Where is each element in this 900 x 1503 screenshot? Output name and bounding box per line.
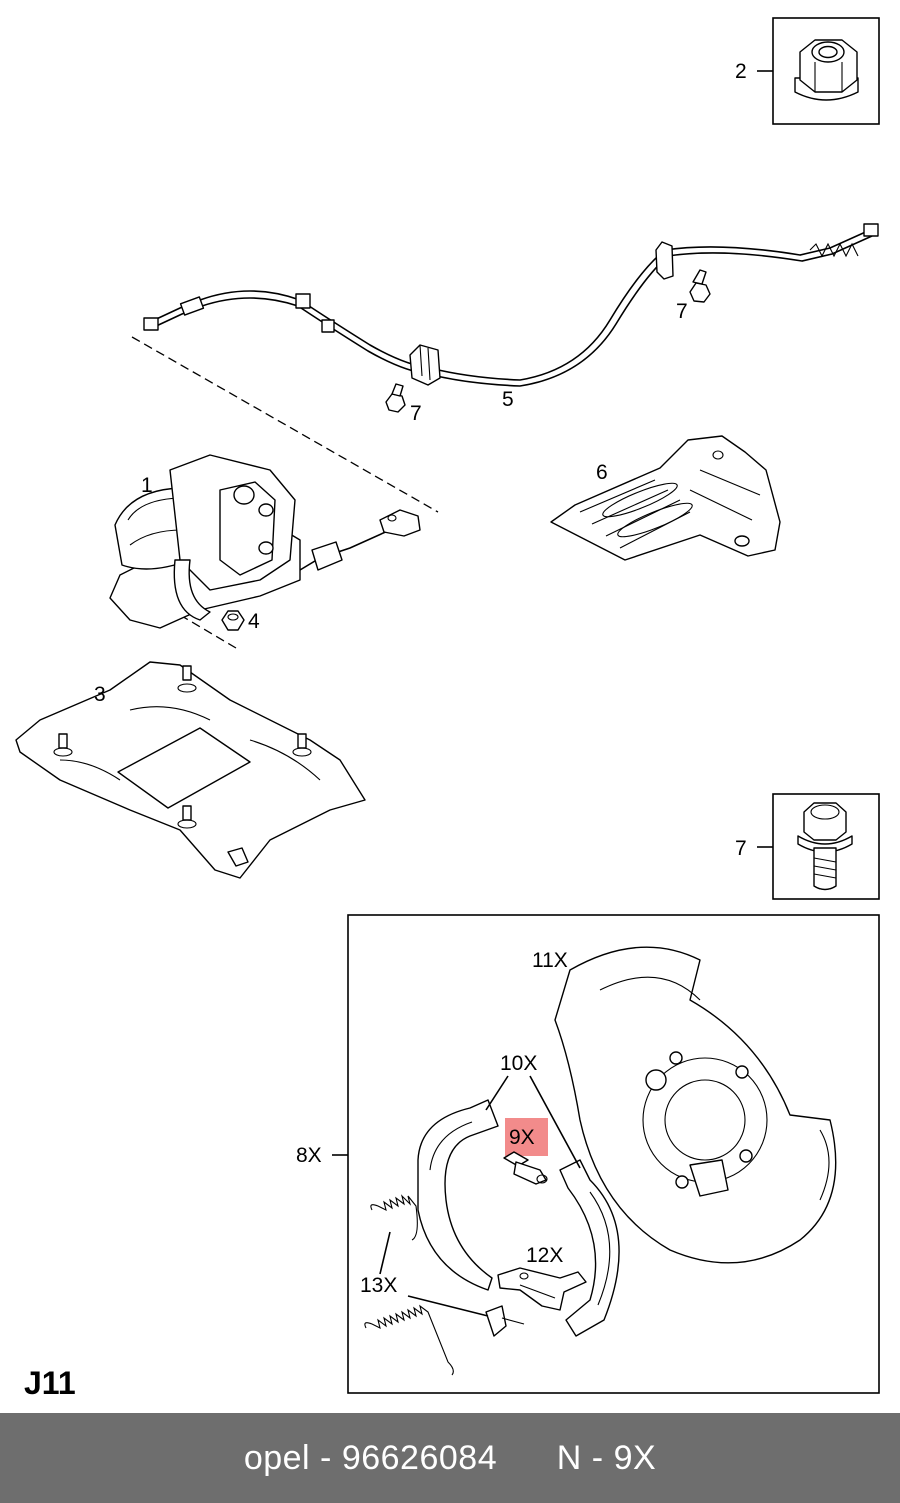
callout-7a: 7 xyxy=(676,300,688,323)
part-11x-backing-plate xyxy=(554,946,837,1264)
footer-brand: opel xyxy=(243,1438,311,1477)
leader-13x-top xyxy=(379,1231,391,1275)
callout-7b: 7 xyxy=(410,402,422,425)
part-10x-brake-shoes xyxy=(417,1099,620,1337)
leader-10x-left xyxy=(485,1075,509,1111)
assembly-line-cable xyxy=(131,336,439,513)
callout-9x: 9X xyxy=(509,1126,535,1149)
section-code: J11 xyxy=(24,1365,76,1401)
footer-part-number: 96626084 xyxy=(341,1438,498,1477)
part-12x-adjuster-lever xyxy=(497,1267,587,1311)
brake-shoe-kit-box xyxy=(332,914,880,1394)
footer-item-ref: N - 9X xyxy=(556,1438,657,1477)
part-7-bolt-inset xyxy=(757,793,880,900)
part-5-brake-cable xyxy=(143,223,879,387)
footer-bar: opel - 96626084 N - 9X xyxy=(0,1413,900,1503)
leader-10x-right xyxy=(529,1075,581,1169)
part-9x-pin xyxy=(503,1151,548,1185)
callout-3: 3 xyxy=(94,683,106,706)
callout-4: 4 xyxy=(248,610,260,633)
parts-diagram: 2 5 7 7 6 xyxy=(15,17,880,1401)
leader-13x-right xyxy=(407,1295,489,1317)
callout-12x: 12X xyxy=(526,1244,563,1267)
callout-1: 1 xyxy=(141,474,153,497)
callout-10x: 10X xyxy=(500,1052,537,1075)
part-4-nut xyxy=(221,610,245,631)
part-6-heat-shield xyxy=(550,435,781,561)
assembly-line-nut xyxy=(179,614,237,649)
callout-2: 2 xyxy=(735,60,747,83)
callout-11x: 11X xyxy=(532,949,568,972)
part-3-mounting-bracket xyxy=(15,661,366,879)
part-1-brake-lever-assembly xyxy=(109,454,421,629)
highlight-9x xyxy=(505,1118,548,1156)
callout-6: 6 xyxy=(596,461,608,484)
part-7-cable-bolt-right xyxy=(689,269,711,303)
part-13x-springs xyxy=(364,1194,525,1376)
part-7-cable-bolt-left xyxy=(385,383,406,413)
callout-7c: 7 xyxy=(735,837,747,860)
part-2-nut-inset xyxy=(757,17,880,125)
callout-8x: 8X xyxy=(296,1144,322,1167)
callout-5: 5 xyxy=(502,388,514,411)
callout-13x: 13X xyxy=(360,1274,397,1297)
bracket-studs xyxy=(53,665,312,829)
